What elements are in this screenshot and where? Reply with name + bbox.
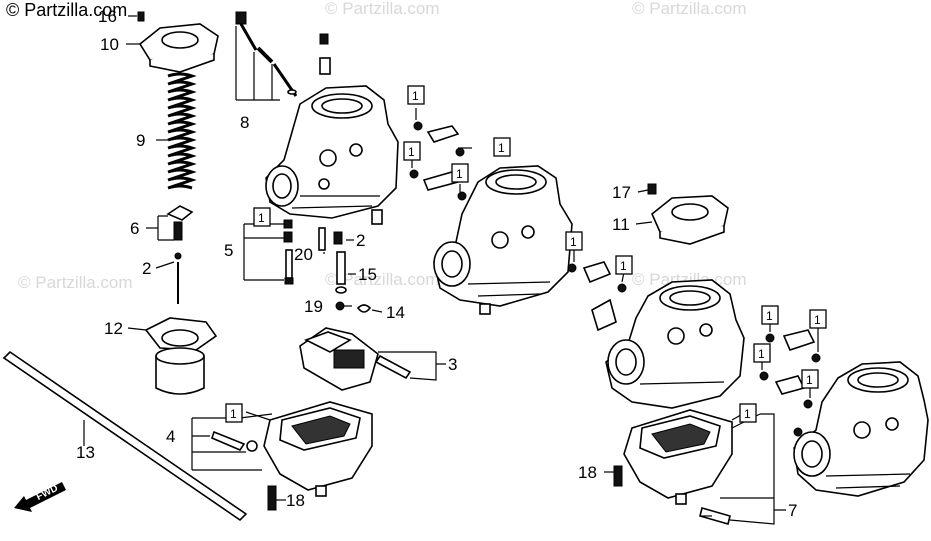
part-small-spring-center: [371, 209, 383, 225]
carburetor-body-4: [793, 361, 929, 497]
float-bowl-left: [263, 401, 373, 497]
box-label-1-a: 1: [407, 85, 425, 105]
part-1-fuel-joint-right: [759, 329, 821, 409]
box-label-1-c: 1: [493, 137, 511, 157]
svg-text:1: 1: [814, 313, 821, 327]
part-16-screw: [137, 11, 145, 22]
box-label-1-k: 1: [753, 343, 771, 363]
part-5-jets: [283, 219, 294, 285]
box-label-1-d: 1: [451, 163, 469, 183]
part-9-spring: [167, 72, 197, 190]
svg-text:1: 1: [758, 347, 765, 361]
callout-14: 14: [386, 303, 405, 322]
callout-13: 13: [76, 443, 95, 462]
callout-18-left: 18: [286, 491, 305, 510]
svg-text:1: 1: [806, 373, 813, 387]
callout-17: 17: [612, 183, 631, 202]
part-1-fuel-joint-upper: [409, 121, 467, 201]
callout-6: 6: [130, 219, 139, 238]
part-1-fuel-joint-middle: [567, 261, 627, 293]
callout-2-left: 2: [142, 259, 151, 278]
part-14-clip: [356, 304, 372, 313]
part-10-top-cover: [138, 23, 219, 73]
box-label-1-l: 1: [801, 369, 819, 389]
callout-18-right: 18: [578, 463, 597, 482]
svg-text:1: 1: [258, 211, 265, 225]
part-2-needle: [174, 252, 182, 304]
svg-text:1: 1: [230, 407, 237, 421]
box-label-1-j: 1: [809, 309, 827, 329]
watermark-top-right: © Partzilla.com: [632, 0, 747, 18]
part-3-float: [299, 327, 412, 391]
part-12-diaphragm-piston: [144, 317, 218, 395]
leader-lines: [83, 15, 819, 525]
box-label-1-h: 1: [225, 403, 243, 423]
svg-text:1: 1: [498, 141, 505, 155]
box-label-1-e: 1: [565, 231, 583, 251]
callout-2-center: 2: [356, 231, 365, 250]
carburetor-body-1: [265, 85, 399, 219]
part-7-screw: [699, 507, 731, 525]
callout-20: 20: [294, 245, 313, 264]
part-8-screw-set: [235, 11, 298, 97]
svg-text:1: 1: [744, 407, 751, 421]
callout-4: 4: [166, 427, 175, 446]
part-19-washer: [335, 301, 345, 311]
box-label-1-f: 1: [615, 255, 633, 275]
callout-11: 11: [612, 215, 630, 234]
part-15-float-valve: [335, 251, 347, 294]
callout-8: 8: [240, 113, 249, 132]
svg-text:1: 1: [766, 309, 773, 323]
carburetor-body-2: [433, 165, 573, 315]
box-label-1-i: 1: [761, 305, 779, 325]
watermark-mid-left: © Partzilla.com: [18, 273, 133, 292]
svg-text:1: 1: [408, 145, 415, 159]
part-13-throttle-rod: [2, 350, 248, 522]
part-6-needle-holder: [166, 205, 194, 241]
float-bowl-right: [623, 409, 733, 505]
svg-text:1: 1: [570, 235, 577, 249]
callout-9: 9: [136, 131, 145, 150]
box-label-1-m: 1: [739, 403, 757, 423]
part-20-pilot-jet: [318, 227, 326, 251]
carburetor-body-3: [591, 279, 745, 409]
part-17-screw: [647, 183, 657, 195]
watermark-main: © Partzilla.com: [6, 0, 127, 20]
svg-text:1: 1: [456, 167, 463, 181]
callout-19: 19: [304, 297, 323, 316]
callout-15: 15: [358, 265, 377, 284]
part-18-screw-left: [267, 485, 277, 511]
watermark-top-center: © Partzilla.com: [325, 0, 440, 18]
fwd-label: FWD: [35, 483, 60, 503]
box-label-1-b: 1: [403, 141, 421, 161]
watermark-mid-center: © Partzilla.com: [325, 270, 440, 289]
callout-7: 7: [788, 501, 797, 520]
svg-text:1: 1: [412, 89, 419, 103]
part-18-screw-right: [613, 465, 623, 487]
part-4-screw: [211, 430, 258, 452]
svg-text:1: 1: [620, 259, 627, 273]
callout-10: 10: [100, 35, 119, 54]
part-2-small: [333, 231, 343, 245]
callout-12: 12: [104, 319, 123, 338]
callout-3: 3: [448, 355, 457, 374]
part-11-top-cover: [651, 195, 729, 245]
callout-16: 16: [98, 7, 117, 26]
part-screw-center-top: [319, 33, 331, 75]
callout-5: 5: [224, 241, 233, 260]
box-label-1-g: 1: [253, 207, 271, 227]
fwd-arrow-icon: FWD: [14, 482, 66, 512]
